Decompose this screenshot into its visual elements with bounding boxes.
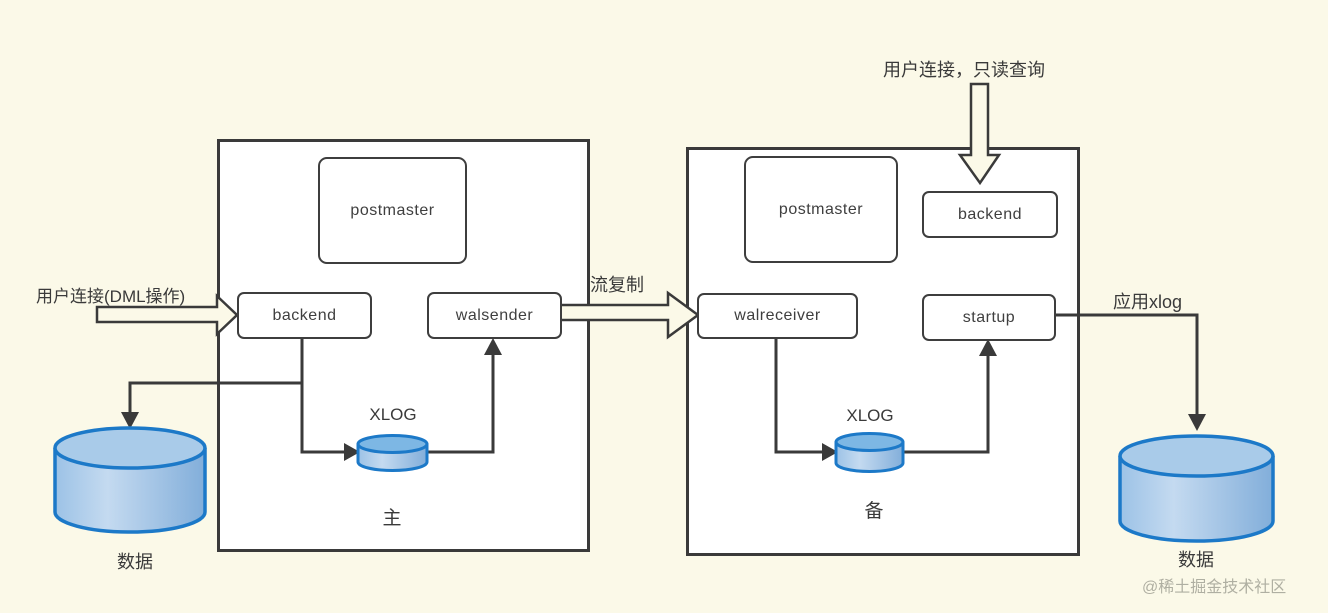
xlog-to-startup-connector <box>903 339 997 454</box>
primary-backend-label: backend <box>272 306 337 324</box>
dml-connection-annotation: 用户连接(DML操作) <box>36 287 186 306</box>
standby-startup-label: startup <box>962 308 1016 326</box>
backend-to-data-connector <box>121 381 302 429</box>
backend-to-xlog-connector <box>300 334 360 461</box>
primary-walsender-label: walsender <box>455 306 534 324</box>
standby-backend-label: backend <box>958 205 1022 223</box>
stream-replication-arrow <box>557 290 701 340</box>
primary-data-cylinder <box>53 426 207 534</box>
startup-to-data-connector <box>1052 313 1206 431</box>
primary-xlog-cylinder <box>356 434 429 472</box>
standby-startup-box: startup <box>922 294 1056 341</box>
stream-replication-annotation: 流复制 <box>590 275 644 295</box>
standby-postmaster-label: postmaster <box>778 200 864 218</box>
standby-walreceiver-label: walreceiver <box>734 307 821 324</box>
standby-data-cylinder <box>1118 434 1275 543</box>
primary-xlog-label: XLOG <box>369 405 417 424</box>
primary-title: 主 <box>382 508 402 529</box>
watermark: @稀土掘金技术社区 <box>1142 579 1287 596</box>
primary-backend-box: backend <box>237 292 372 339</box>
readonly-connection-arrow <box>957 82 1002 186</box>
standby-walreceiver-box: walreceiver <box>697 293 858 339</box>
walreceiver-to-xlog-connector <box>774 334 838 461</box>
xlog-to-walsender-connector <box>427 338 502 454</box>
standby-xlog-cylinder <box>834 432 905 473</box>
standby-xlog-label: XLOG <box>846 406 894 425</box>
readonly-connection-annotation: 用户连接，只读查询 <box>883 60 1045 80</box>
primary-postmaster-box: postmaster <box>318 157 467 264</box>
standby-data-label: 数据 <box>1178 550 1214 570</box>
standby-title: 备 <box>864 501 884 522</box>
standby-postmaster-box: postmaster <box>744 156 898 263</box>
apply-xlog-annotation: 应用xlog <box>1113 292 1183 312</box>
primary-data-label: 数据 <box>117 552 153 572</box>
dml-connection-arrow <box>95 293 239 337</box>
primary-walsender-box: walsender <box>427 292 562 339</box>
standby-backend-box: backend <box>922 191 1058 238</box>
primary-postmaster-label: postmaster <box>350 201 435 219</box>
